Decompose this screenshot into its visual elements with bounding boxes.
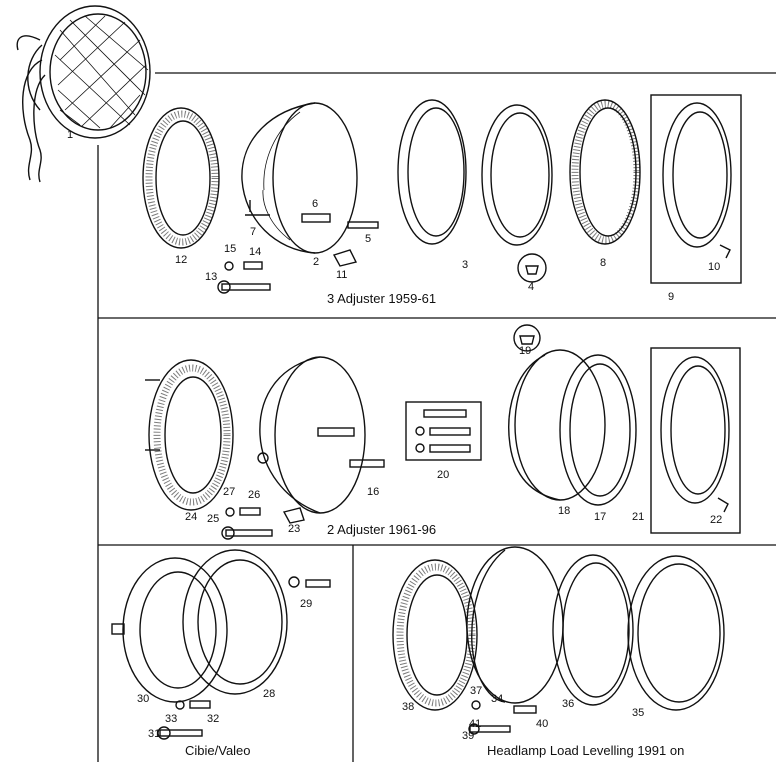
section-title-3-adjuster: 3 Adjuster 1959-61 xyxy=(327,291,436,306)
callout-label: 25 xyxy=(207,513,219,525)
callout-label: 8 xyxy=(600,257,606,269)
callout-label: 19 xyxy=(519,345,531,357)
section-dividers xyxy=(97,72,776,762)
three-adjuster-parts xyxy=(142,94,742,294)
callout-label: 17 xyxy=(594,511,606,523)
callout-label: 3 xyxy=(462,259,468,271)
callout-label: 12 xyxy=(175,254,187,266)
callout-label: 22 xyxy=(710,514,722,526)
callout-label: 35 xyxy=(632,707,644,719)
levelling-parts xyxy=(392,546,725,735)
callout-label: 24 xyxy=(185,511,197,523)
callout-label: 16 xyxy=(367,486,379,498)
callout-label: 21 xyxy=(632,511,644,523)
callout-label: 11 xyxy=(336,269,347,281)
callout-label: 13 xyxy=(205,271,217,283)
callout-label: 2 xyxy=(313,256,319,268)
callout-label: 28 xyxy=(263,688,275,700)
callout-label: 38 xyxy=(402,701,414,713)
callout-label: 26 xyxy=(248,489,260,501)
callout-label: 37 xyxy=(470,685,482,697)
callout-label: 7 xyxy=(250,226,256,238)
section-title-cibie: Cibie/Valeo xyxy=(185,743,251,758)
callout-label: 4 xyxy=(528,281,534,293)
callout-label: 1 xyxy=(67,129,73,141)
callout-label: 36 xyxy=(562,698,574,710)
callout-label: 14 xyxy=(249,246,261,258)
cibie-valeo-parts xyxy=(111,549,331,740)
callout-label: 33 xyxy=(165,713,177,725)
callout-label: 6 xyxy=(312,198,318,210)
callout-label: 23 xyxy=(288,523,300,535)
callout-label: 10 xyxy=(708,261,720,273)
callout-label: 27 xyxy=(223,486,235,498)
callout-label: 9 xyxy=(668,291,674,303)
callout-label: 39 xyxy=(462,730,474,742)
two-adjuster-parts xyxy=(145,324,741,540)
section-title-levelling: Headlamp Load Levelling 1991 on xyxy=(487,743,684,758)
callout-label: 32 xyxy=(207,713,219,725)
callout-label: 20 xyxy=(437,469,449,481)
callout-label: 30 xyxy=(137,693,149,705)
callout-label: 31 xyxy=(148,728,160,740)
callout-label: 40 xyxy=(536,718,548,730)
complete-headlamp-unit xyxy=(16,5,151,183)
section-title-2-adjuster: 2 Adjuster 1961-96 xyxy=(327,522,436,537)
callout-label: 15 xyxy=(224,243,236,255)
callout-label: 5 xyxy=(365,233,371,245)
callout-label: 29 xyxy=(300,598,312,610)
callout-label: 18 xyxy=(558,505,570,517)
callout-label: 41 xyxy=(469,718,481,730)
callout-label: 34 xyxy=(491,693,503,705)
callout-labels: 1 2 3 4 5 6 7 8 9 10 11 12 13 14 15 16 1… xyxy=(67,129,722,742)
